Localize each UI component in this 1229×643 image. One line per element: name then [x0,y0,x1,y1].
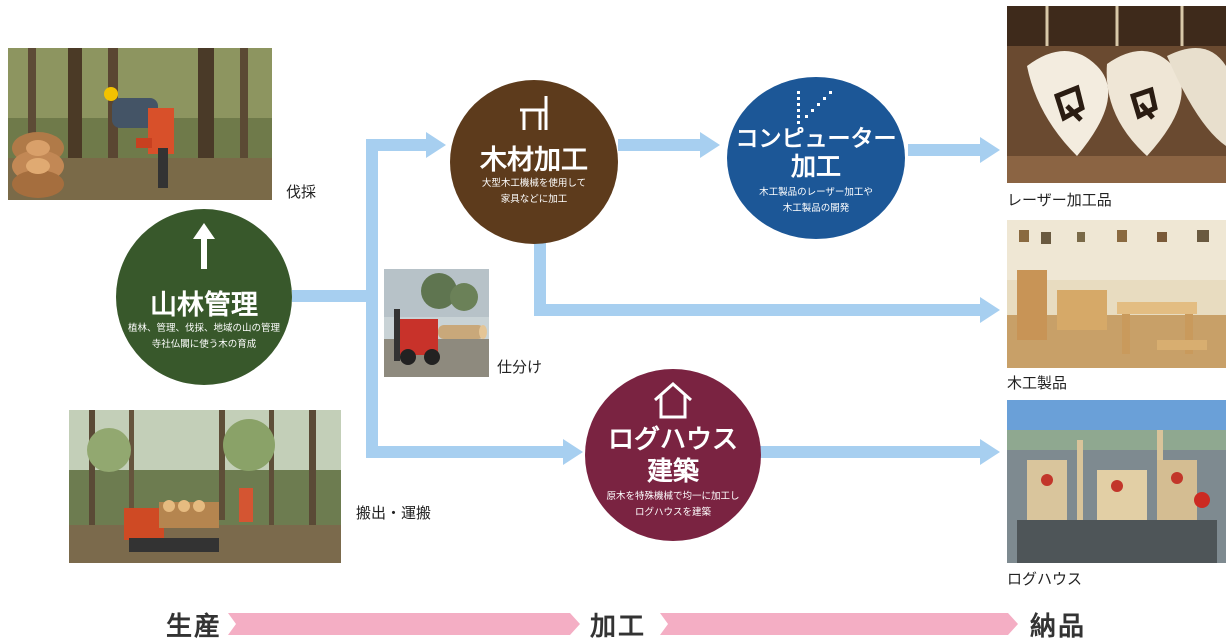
forest-management-desc-1: 植林、管理、伐採、地域の山の管理 [127,323,280,334]
felling-photo [8,48,272,200]
wood-processing-desc-2: 家具などに加工 [500,194,568,205]
loghouse-construction-title-2: 建築 [646,457,699,487]
forest-management-node: 山林管理 植林、管理、伐採、地域の山の管理 寺社仏閣に使う木の育成 [116,209,292,385]
house-icon [654,381,692,419]
stage-processing: 加工 [590,612,647,642]
computer-processing-title-2: 加工 [790,152,841,181]
chair-icon [520,96,548,130]
caption-laser-products: レーザー加工品 [1007,191,1112,209]
forest-management-title: 山林管理 [150,290,258,321]
caption-sorting: 仕分け [497,358,543,376]
caption-woodwork-products: 木工製品 [1007,374,1068,392]
arrowhead [980,297,1000,323]
sorting-photo [384,269,489,377]
loghouse-photo [1007,400,1226,563]
caption-transport: 搬出・運搬 [356,504,432,522]
computer-processing-desc-2: 木工製品の開発 [782,203,850,214]
laser-products-photo [1007,6,1226,183]
arrowhead [980,137,1000,163]
arrowhead [700,132,720,158]
computer-processing-node: コンピューター 加工 木工製品のレーザー加工や 木工製品の開発 [727,77,905,239]
wood-processing-desc-1: 大型木工機械を使用して [481,178,587,189]
wood-processing-node: 木材加工 大型木工機械を使用して 家具などに加工 [450,80,618,244]
laser-beam-icon [797,91,832,124]
computer-processing-title-1: コンピューター [735,126,897,152]
arrowhead [426,132,446,158]
arrowhead [980,439,1000,465]
stage-production: 生産 [166,612,223,642]
loghouse-construction-node: ログハウス 建築 原木を特殊機械で均一に加工し ログハウスを建築 [585,369,761,541]
transport-photo [69,410,341,563]
caption-loghouse: ログハウス [1007,570,1083,588]
loghouse-construction-desc-1: 原木を特殊機械で均一に加工し [606,491,740,502]
caption-felling: 伐採 [286,183,317,201]
computer-processing-desc-1: 木工製品のレーザー加工や [759,187,873,198]
wood-processing-title: 木材加工 [480,145,588,176]
woodwork-products-photo [1007,220,1226,368]
arrowhead [563,439,583,465]
stage-delivery: 納品 [1030,612,1087,642]
loghouse-construction-title-1: ログハウス [607,425,738,455]
forest-management-desc-2: 寺社仏閣に使う木の育成 [151,339,257,350]
loghouse-construction-desc-2: ログハウスを建築 [634,507,711,518]
up-arrow-icon [193,223,215,269]
